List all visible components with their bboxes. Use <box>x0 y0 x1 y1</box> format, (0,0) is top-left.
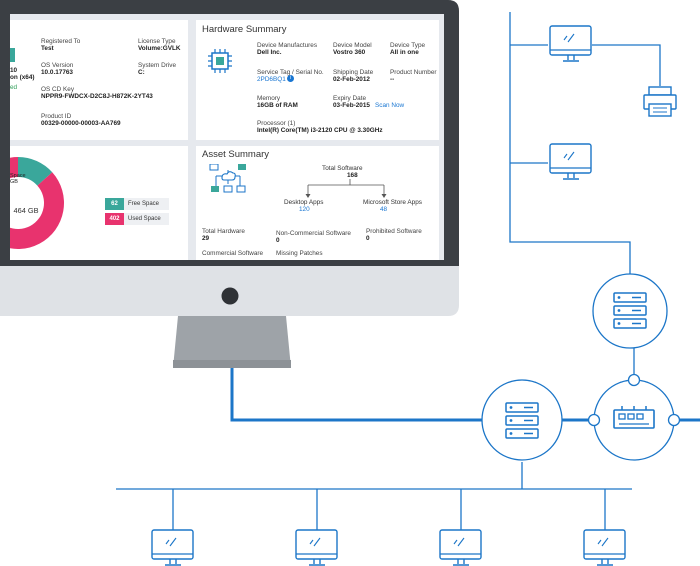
connector-node-icon <box>667 413 681 427</box>
device-model-value: Vostro 360 <box>333 49 366 56</box>
status-bar <box>10 48 15 62</box>
dashboard-screen: Registered To Test License Type Volume:G… <box>10 14 444 260</box>
desktop-apps-label: Desktop Apps <box>284 199 324 206</box>
os-cd-key-value: NPPR9-FWDCX-D2C8J-H872K-2YT43 <box>41 93 153 100</box>
non-commercial-label: Non-Commercial Software <box>276 230 351 237</box>
software-tree-connector <box>305 179 387 198</box>
switch-icon <box>593 379 675 461</box>
os-version-value: 10.0.17763 <box>41 69 73 76</box>
missing-patches-label: Missing Patches <box>276 250 323 257</box>
shipping-date-value: 02-Feb-2012 <box>333 76 370 83</box>
prohibited-label: Prohibited Software <box>366 228 422 235</box>
asset-summary-card: Asset Summary Total Software 168 Desktop… <box>196 146 439 260</box>
os-cd-key-label: OS CD Key <box>41 86 75 93</box>
pie-slice-free-space <box>18 157 53 186</box>
memory-value: 16GB of RAM <box>257 102 298 109</box>
device-type-label: Device Type <box>390 42 426 49</box>
store-apps-label: Microsoft Store Apps <box>363 199 422 206</box>
server-icon <box>592 273 668 349</box>
processor-value: Intel(R) Core(TM) i3-2120 CPU @ 3.30GHz <box>257 127 383 134</box>
device-manufacturer-label: Device Manufactures <box>257 42 318 49</box>
cut-off-text: ed <box>10 84 18 91</box>
cut-off-legend-label: Space <box>10 173 26 179</box>
total-software-value: 168 <box>347 172 358 179</box>
system-info-card: Registered To Test License Type Volume:G… <box>10 20 188 140</box>
registered-to-value: Test <box>41 45 54 52</box>
shipping-date-label: Shipping Date <box>333 69 374 76</box>
desktop-icon <box>549 143 592 180</box>
pie-slice-used-space <box>10 157 64 249</box>
device-model-label: Device Model <box>333 42 372 49</box>
registered-to-label: Registered To <box>41 38 81 45</box>
store-apps-link[interactable]: 48 <box>380 206 388 213</box>
system-drive-value: C: <box>138 69 145 76</box>
hardware-summary-card: Hardware Summary Device Manufactures Del… <box>196 20 439 140</box>
license-type-value: Volume:GVLK <box>138 45 181 52</box>
product-number-label: Product Number <box>390 69 437 76</box>
connector-node-icon <box>587 413 601 427</box>
processor-chip-icon <box>208 49 232 73</box>
free-space-count-chip: 62 <box>105 198 124 210</box>
service-tag-link[interactable]: 2PD6BQ1 <box>257 76 286 83</box>
license-type-label: License Type <box>138 38 176 45</box>
scan-now-link[interactable]: Scan Now <box>375 102 405 109</box>
system-drive-label: System Drive <box>138 62 176 69</box>
cut-off-legend-label: GB <box>10 179 18 185</box>
processor-label: Processor (1) <box>257 120 296 127</box>
used-space-count-chip: 402 <box>105 213 124 225</box>
device-manufacturer-value: Dell Inc. <box>257 49 282 56</box>
cut-off-text: on (x64) <box>10 74 35 81</box>
disk-total-label: 464 GB <box>13 206 39 215</box>
commercial-software-label: Commercial Software <box>202 250 264 257</box>
device-type-value: All in one <box>390 49 419 56</box>
os-version-label: OS Version <box>41 62 74 69</box>
desktop-icon <box>549 25 592 62</box>
hardware-summary-title: Hardware Summary <box>202 24 287 35</box>
power-button-icon <box>221 287 239 305</box>
desktop-apps-link[interactable]: 120 <box>299 206 310 213</box>
desktop-icon <box>151 529 194 566</box>
desktop-icon <box>439 529 482 566</box>
server-icon <box>481 379 563 461</box>
printer-icon <box>643 86 677 117</box>
disk-usage-card: Space GB 464 GB 62 Free Space 402 Used S… <box>10 146 188 260</box>
asset-summary-title: Asset Summary <box>202 149 270 160</box>
used-space-legend-label: Used Space <box>124 213 169 225</box>
expiry-date-label: Expiry Date <box>333 95 367 102</box>
network-assets-icon <box>209 164 246 193</box>
info-icon[interactable]: i <box>287 75 294 82</box>
disk-donut-chart <box>10 157 64 249</box>
connector-node-icon <box>627 373 641 387</box>
total-hardware-value: 29 <box>202 235 210 242</box>
memory-label: Memory <box>257 95 281 102</box>
cut-off-text: 10 <box>10 67 18 74</box>
service-tag-label: Service Tag / Serial No. <box>257 69 324 76</box>
total-software-label: Total Software <box>322 165 363 172</box>
non-commercial-value: 0 <box>276 237 280 244</box>
product-id-value: 00329-00000-00003-AA769 <box>41 120 121 127</box>
product-id-label: Product ID <box>41 113 72 120</box>
desktop-icon <box>295 529 338 566</box>
product-number-value: -- <box>390 76 395 83</box>
total-hardware-label: Total Hardware <box>202 228 245 235</box>
desktop-icon <box>583 529 626 566</box>
free-space-legend-label: Free Space <box>124 198 169 210</box>
expiry-date-value: 03-Feb-2015 <box>333 102 370 109</box>
prohibited-value: 0 <box>366 235 370 242</box>
